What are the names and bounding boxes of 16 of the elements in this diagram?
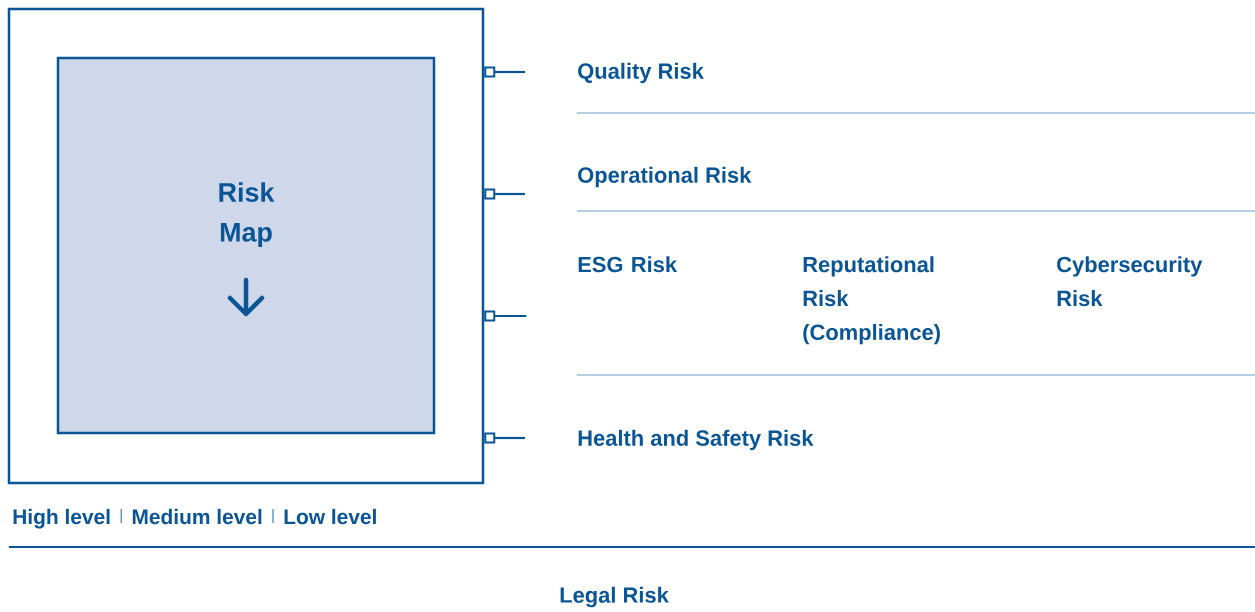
- level-label: Low level: [284, 508, 376, 525]
- risk-label: Cybersecurity Risk: [1057, 256, 1203, 307]
- connector: [484, 432, 525, 444]
- connector: [484, 310, 527, 322]
- risk-label: Operational Risk: [578, 166, 752, 188]
- level-label: Medium level: [132, 508, 262, 525]
- risk-label: Reputational Risk (Compliance): [803, 256, 940, 345]
- connector: [484, 188, 525, 200]
- risk-map-box: [56, 56, 436, 435]
- risk-label: Health and Safety Risk: [578, 429, 814, 451]
- box-label: Risk Map: [219, 182, 275, 248]
- risk-label: Quality Risk: [578, 62, 704, 84]
- level-label: High level: [13, 508, 110, 529]
- risk-label: Legal Risk: [560, 586, 669, 608]
- connector: [484, 66, 525, 78]
- risk-label: ESG Risk: [578, 256, 678, 273]
